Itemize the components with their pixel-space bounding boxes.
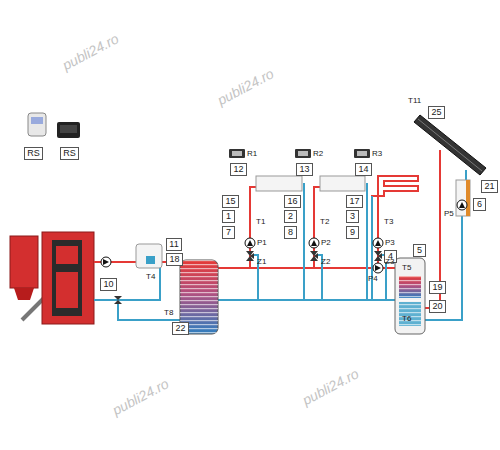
component-tag: R2: [313, 150, 323, 158]
controller-icon: [28, 113, 80, 138]
callout-number: 20: [432, 302, 442, 311]
callout-number: 11: [169, 240, 178, 249]
pellet-boiler: [10, 232, 94, 324]
watermark: publi24.ro: [110, 376, 171, 417]
callout-number: 18: [169, 255, 179, 264]
callout-box: 8: [284, 226, 297, 239]
callout-number: 1: [226, 212, 231, 221]
radiator: [256, 176, 365, 191]
callout-number: 12: [233, 165, 243, 174]
component-tag: P3: [385, 239, 395, 247]
component-tag: R1: [247, 150, 257, 158]
component-tag: P4: [368, 275, 378, 283]
mixing-valve: [114, 251, 382, 304]
callout-number: 16: [287, 197, 297, 206]
component-tag: P5: [444, 210, 454, 218]
callout-number: 8: [288, 228, 293, 237]
callout-box: 14: [355, 163, 372, 176]
callout-box: 12: [230, 163, 247, 176]
callout-number: 2: [288, 212, 293, 221]
callout-number: 5: [417, 246, 422, 255]
component-tag: T3: [384, 218, 393, 226]
callout-box: 2: [284, 210, 297, 223]
controller-label-box: RS: [24, 147, 43, 160]
component-tag: T6: [402, 315, 411, 323]
watermark: publi24.ro: [60, 31, 121, 72]
callout-box: 19: [429, 281, 446, 294]
callout-number: 10: [103, 280, 113, 289]
callout-box: 10: [100, 278, 117, 291]
heat-exchanger: [136, 244, 162, 268]
component-tag: T11: [408, 97, 421, 105]
watermark: publi24.ro: [215, 66, 276, 107]
callout-number: RS: [27, 149, 40, 158]
callout-number: 14: [358, 165, 368, 174]
component-tag: Z1: [257, 258, 266, 266]
callout-box: 13: [296, 163, 313, 176]
callout-box: 5: [413, 244, 426, 257]
callout-number: 9: [350, 228, 355, 237]
watermark: publi24.ro: [300, 366, 361, 407]
dhw-tank: [395, 258, 425, 334]
callout-number: 19: [432, 283, 442, 292]
callout-number: 21: [484, 182, 494, 191]
callout-number: 22: [175, 324, 185, 333]
component-tag: T1: [256, 218, 265, 226]
callout-box: 11: [166, 238, 182, 251]
callout-box: 6: [473, 198, 486, 211]
component-tag: Z2: [321, 258, 330, 266]
callout-number: 3: [350, 212, 355, 221]
component-tag: T8: [164, 309, 173, 317]
solar-station: [456, 180, 470, 216]
callout-box: 17: [346, 195, 363, 208]
solar-collector: [414, 115, 486, 175]
thermostat-icon: [229, 149, 370, 158]
callout-box: 25: [428, 106, 445, 119]
callout-box: 9: [346, 226, 359, 239]
callout-box: 7: [222, 226, 235, 239]
component-tag: T4: [146, 273, 155, 281]
component-tag: T5: [402, 264, 411, 272]
controller-label-box: RS: [60, 147, 79, 160]
callout-number: 17: [349, 197, 359, 206]
callout-box: 22: [172, 322, 189, 335]
callout-number: 15: [225, 197, 235, 206]
callout-box: 21: [481, 180, 498, 193]
callout-box: 20: [429, 300, 446, 313]
component-tag: R3: [372, 150, 382, 158]
component-tag: P1: [257, 239, 267, 247]
callout-box: 1: [222, 210, 235, 223]
callout-number: 7: [226, 228, 231, 237]
component-tag: T2: [320, 218, 329, 226]
callout-box: 3: [346, 210, 359, 223]
callout-number: 25: [431, 108, 441, 117]
callout-number: 13: [299, 165, 309, 174]
callout-box: 16: [284, 195, 301, 208]
callout-number: 6: [477, 200, 482, 209]
pump-symbol: [101, 200, 467, 273]
callout-number: RS: [63, 149, 76, 158]
callout-box: 15: [222, 195, 239, 208]
component-tag: P2: [321, 239, 331, 247]
callout-box: 18: [166, 253, 183, 266]
component-tag: Z3: [385, 258, 394, 266]
